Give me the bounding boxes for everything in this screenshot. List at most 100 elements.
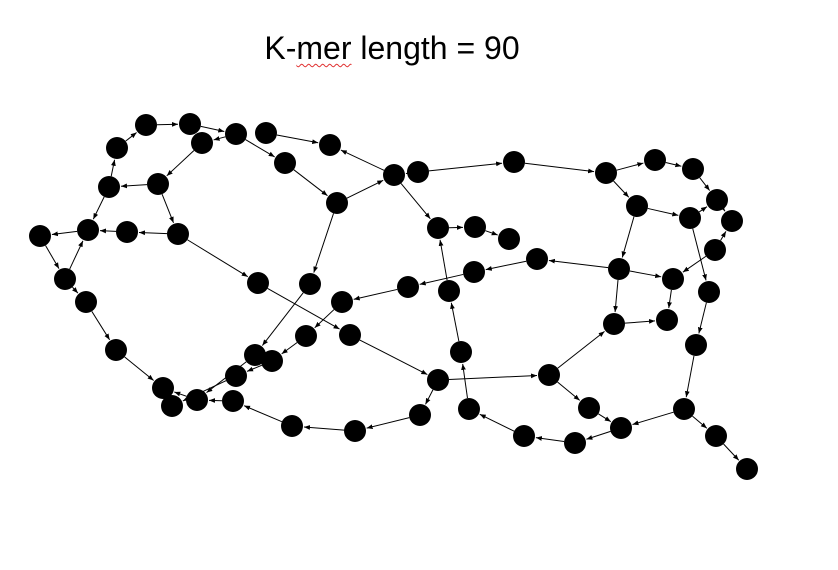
graph-edge	[161, 194, 175, 224]
graph-node	[662, 268, 684, 290]
graph-node	[564, 432, 586, 454]
graph-edge	[166, 150, 195, 177]
graph-edge	[428, 161, 503, 172]
graph-node	[344, 420, 366, 442]
graph-node	[98, 176, 120, 198]
graph-edge	[293, 169, 328, 197]
graph-edge	[353, 288, 398, 301]
graph-node	[225, 123, 247, 145]
graph-edge	[245, 139, 275, 158]
graph-edge	[261, 292, 304, 346]
graph-edge	[720, 231, 727, 241]
graph-nodes	[29, 113, 758, 480]
graph-edge	[313, 213, 334, 273]
graph-edge	[99, 228, 117, 234]
graph-node	[147, 173, 169, 195]
graph-node	[105, 339, 127, 361]
graph-node	[106, 137, 128, 159]
graph-node	[721, 210, 743, 232]
graph-node	[644, 149, 666, 171]
graph-node	[186, 389, 208, 411]
graph-node	[247, 272, 269, 294]
graph-node	[29, 225, 51, 247]
graph-edge	[667, 289, 672, 309]
graph-node	[281, 415, 303, 437]
graph-node	[526, 248, 548, 270]
graph-node	[331, 291, 353, 313]
graph-node	[538, 364, 560, 386]
graph-node	[705, 425, 727, 447]
title-misspelled-word: mer	[296, 30, 352, 66]
graph-edge	[314, 309, 335, 329]
graph-edge	[613, 180, 630, 198]
graph-edge	[303, 425, 345, 431]
graph-node	[255, 122, 277, 144]
graph-edge	[200, 125, 225, 133]
graph-node	[135, 114, 157, 136]
graph-node	[464, 216, 486, 238]
graph-edge	[548, 258, 609, 269]
graph-edge	[138, 230, 168, 236]
graph-node	[409, 404, 431, 426]
graph-node	[427, 217, 449, 239]
graph-edge	[438, 239, 448, 281]
graph-edge	[485, 230, 498, 236]
graph-node	[679, 207, 701, 229]
graph-node	[397, 276, 419, 298]
graph-edge	[45, 245, 60, 269]
graph-node	[595, 162, 617, 184]
graph-edge	[400, 183, 431, 220]
graph-edge	[682, 255, 707, 273]
graph-node	[383, 164, 405, 186]
graph-edge	[246, 364, 263, 372]
graph-node	[463, 261, 485, 283]
graph-edge	[699, 177, 711, 191]
graph-node	[450, 341, 472, 363]
graph-node	[326, 192, 348, 214]
graph-edge	[448, 373, 538, 381]
graph-edge	[267, 287, 340, 330]
graph-edge	[125, 132, 137, 142]
graph-node	[222, 390, 244, 412]
graph-node	[682, 158, 704, 180]
graph-edges	[45, 122, 740, 461]
graph-edge	[485, 260, 527, 271]
graph-node	[603, 313, 625, 335]
graph-edge	[72, 286, 79, 294]
graph-edge	[665, 162, 682, 168]
graph-edge	[174, 391, 187, 397]
graph-edge	[187, 239, 249, 278]
graph-edge	[621, 216, 635, 258]
graph-edge	[213, 136, 226, 141]
graph-edge	[91, 311, 111, 341]
graph-edge	[110, 159, 116, 177]
graph-node	[438, 280, 460, 302]
graph-node	[673, 398, 695, 420]
graph-node	[685, 334, 707, 356]
graph-edge	[243, 405, 283, 423]
graph-node	[75, 291, 97, 313]
graph-node	[656, 309, 678, 331]
graph-edge	[425, 389, 434, 405]
graph-node	[503, 151, 525, 173]
graph-node	[191, 132, 213, 154]
graph-node	[427, 369, 449, 391]
graph-node	[152, 377, 174, 399]
graph-node	[161, 395, 183, 417]
graph-edge	[557, 331, 605, 369]
graph-edge	[340, 149, 385, 171]
graph-edge	[461, 363, 468, 399]
graph-node	[261, 350, 283, 372]
graph-edge	[624, 318, 656, 324]
graph-edge	[629, 270, 662, 279]
graph-edge	[346, 179, 384, 199]
graph-edge	[419, 273, 464, 286]
graph-edge	[69, 240, 84, 270]
graph-edge	[51, 230, 78, 237]
graph-edge	[647, 207, 679, 217]
graph-node	[626, 195, 648, 217]
graph-node	[736, 458, 758, 480]
graph-node	[458, 398, 480, 420]
graph-node	[698, 281, 720, 303]
